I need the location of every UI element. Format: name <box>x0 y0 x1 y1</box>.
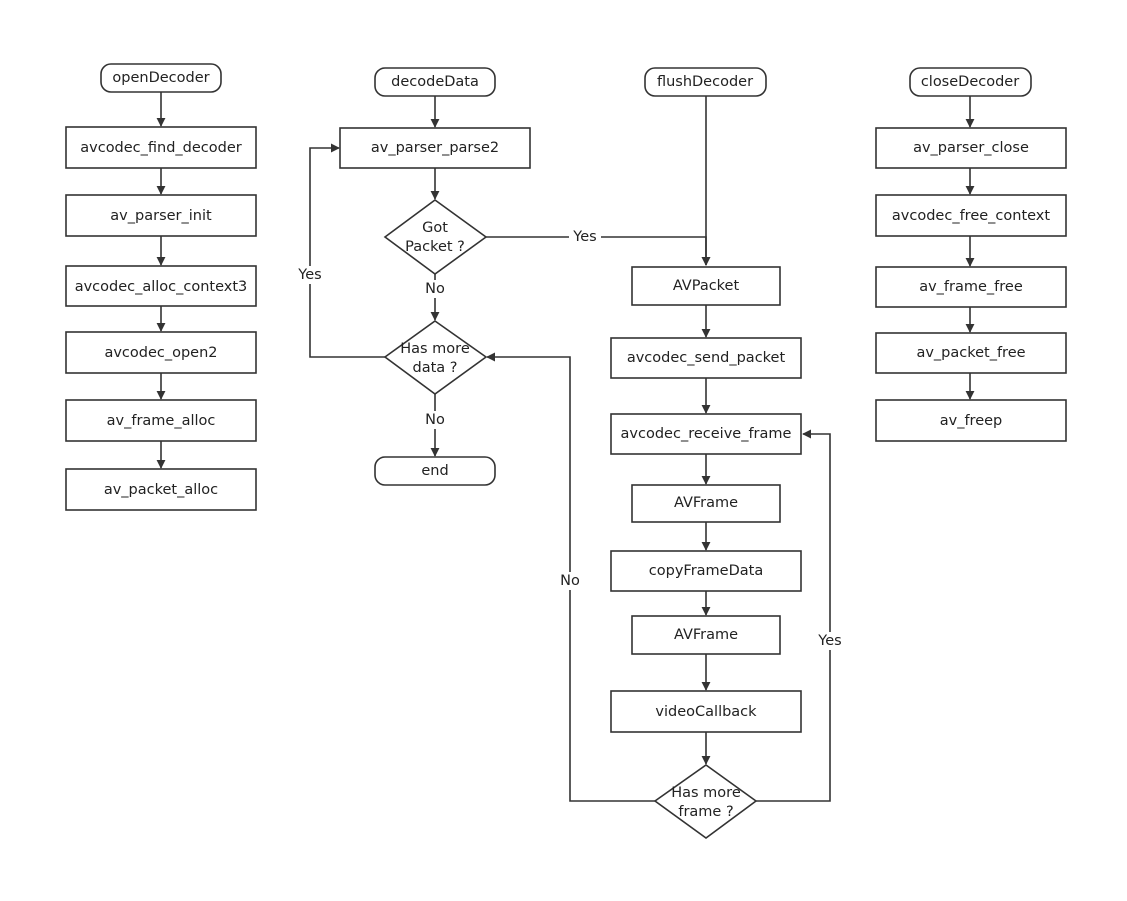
terminal-decode-data[interactable]: decodeData <box>374 67 496 97</box>
terminal-open-decoder-label: openDecoder <box>112 70 209 86</box>
process-avcodec-free-context-label: avcodec_free_context <box>892 208 1050 224</box>
edges <box>156 92 975 802</box>
process-av-packet-alloc[interactable]: av_packet_alloc <box>65 468 257 511</box>
decision-has-more-frame-label-line2: frame ? <box>678 804 733 820</box>
process-avframe-1[interactable]: AVFrame <box>631 484 781 523</box>
process-avframe-2[interactable]: AVFrame <box>631 615 781 655</box>
column-close-decoder: closeDecoder av_parser_close avcodec_fre… <box>875 67 1067 442</box>
process-av-frame-alloc[interactable]: av_frame_alloc <box>65 399 257 442</box>
column-decode-data: decodeData av_parser_parse2 Got Packet ?… <box>339 67 531 486</box>
process-av-freep-label: av_freep <box>940 413 1003 429</box>
terminal-end[interactable]: end <box>374 456 496 486</box>
process-av-frame-free[interactable]: av_frame_free <box>875 266 1067 308</box>
process-avcodec-open2[interactable]: avcodec_open2 <box>65 331 257 374</box>
process-avpacket[interactable]: AVPacket <box>631 266 781 306</box>
decision-has-more-data[interactable]: Has more data ? <box>383 320 488 395</box>
terminal-close-decoder[interactable]: closeDecoder <box>909 67 1032 97</box>
process-video-callback-label: videoCallback <box>655 704 757 720</box>
process-avframe-1-label: AVFrame <box>674 495 738 511</box>
process-av-parser-init-label: av_parser_init <box>110 208 212 224</box>
process-copy-frame-data[interactable]: copyFrameData <box>610 550 802 592</box>
decision-got-packet-label-line1: Got <box>422 220 448 236</box>
decision-has-more-frame[interactable]: Has more frame ? <box>653 764 758 839</box>
process-av-parser-close[interactable]: av_parser_close <box>875 127 1067 169</box>
process-av-packet-free-label: av_packet_free <box>916 345 1025 361</box>
process-avcodec-alloc-context3-label: avcodec_alloc_context3 <box>75 279 248 295</box>
process-avcodec-send-packet-label: avcodec_send_packet <box>627 350 786 366</box>
label-moreframe-yes: Yes <box>817 633 841 649</box>
terminal-end-label: end <box>421 463 448 479</box>
process-avcodec-open2-label: avcodec_open2 <box>104 345 217 361</box>
terminal-flush-decoder[interactable]: flushDecoder <box>644 67 767 97</box>
process-avcodec-find-decoder-label: avcodec_find_decoder <box>80 140 242 156</box>
process-avcodec-receive-frame[interactable]: avcodec_receive_frame <box>610 413 802 455</box>
label-gotpacket-yes: Yes <box>572 229 596 245</box>
process-copy-frame-data-label: copyFrameData <box>649 563 763 579</box>
process-avcodec-send-packet[interactable]: avcodec_send_packet <box>610 337 802 379</box>
terminal-open-decoder[interactable]: openDecoder <box>100 63 222 93</box>
process-av-parser-init[interactable]: av_parser_init <box>65 194 257 237</box>
process-av-frame-free-label: av_frame_free <box>919 279 1023 295</box>
edge-moredata-yes-loop <box>309 143 385 358</box>
process-av-packet-free[interactable]: av_packet_free <box>875 332 1067 374</box>
process-av-frame-alloc-label: av_frame_alloc <box>107 413 216 429</box>
process-avcodec-receive-frame-label: avcodec_receive_frame <box>621 426 792 442</box>
terminal-flush-decoder-label: flushDecoder <box>657 74 753 90</box>
decision-has-more-data-label-line1: Has more <box>400 341 470 357</box>
process-av-parser-close-label: av_parser_close <box>913 140 1029 156</box>
terminal-close-decoder-label: closeDecoder <box>921 74 1019 90</box>
terminal-decode-data-label: decodeData <box>391 74 479 90</box>
process-av-parser-parse2-label: av_parser_parse2 <box>371 140 499 156</box>
column-open-decoder: openDecoder avcodec_find_decoder av_pars… <box>65 63 257 511</box>
decision-has-more-data-label-line2: data ? <box>413 360 458 376</box>
edge-moreframe-yes <box>756 429 831 802</box>
process-av-parser-parse2[interactable]: av_parser_parse2 <box>339 127 531 169</box>
decision-got-packet[interactable]: Got Packet ? <box>383 199 488 275</box>
edge-labels: Yes No Yes No No Yes <box>294 228 846 650</box>
process-av-packet-alloc-label: av_packet_alloc <box>104 482 218 498</box>
process-avcodec-find-decoder[interactable]: avcodec_find_decoder <box>65 126 257 169</box>
column-flush-decoder: flushDecoder AVPacket avcodec_send_packe… <box>610 67 802 839</box>
label-moredata-no: No <box>425 412 445 428</box>
process-video-callback[interactable]: videoCallback <box>610 690 802 733</box>
process-avpacket-label: AVPacket <box>673 278 740 294</box>
process-avcodec-free-context[interactable]: avcodec_free_context <box>875 194 1067 237</box>
label-gotpacket-no: No <box>425 281 445 297</box>
decision-got-packet-label-line2: Packet ? <box>405 239 465 255</box>
decision-has-more-frame-label-line1: Has more <box>671 785 741 801</box>
label-moredata-yes: Yes <box>297 267 321 283</box>
label-moreframe-no: No <box>560 573 580 589</box>
process-avframe-2-label: AVFrame <box>674 627 738 643</box>
process-avcodec-alloc-context3[interactable]: avcodec_alloc_context3 <box>65 265 257 307</box>
process-av-freep[interactable]: av_freep <box>875 399 1067 442</box>
